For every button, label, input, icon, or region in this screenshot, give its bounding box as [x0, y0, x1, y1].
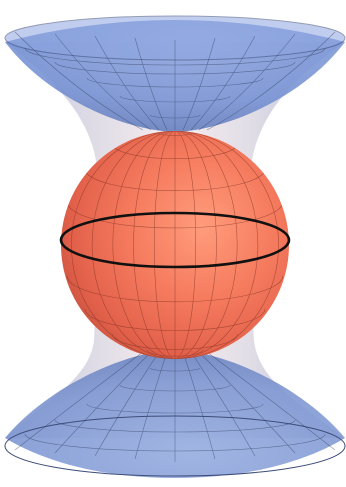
sphere-meridian — [174, 131, 238, 359]
bottom-bowl-meridian — [134, 351, 168, 460]
top-bowl-meridian — [182, 37, 216, 131]
bottom-bowl-meridian — [182, 351, 216, 460]
sphere-meridian — [174, 131, 217, 359]
equator-curve — [59, 211, 291, 269]
top-bowl-meridian — [134, 37, 168, 131]
top-bowl-meridian — [54, 33, 152, 131]
sphere-meridian — [91, 131, 176, 359]
bottom-bowl-meridian — [54, 351, 152, 454]
top-bowl-meridian — [198, 33, 296, 131]
sphere-meridian — [71, 131, 176, 359]
sphere-meridian — [174, 131, 197, 359]
bottom-bowl-meridian — [206, 351, 336, 451]
top-bowl-meridian — [190, 35, 256, 131]
top-bowl-meridian — [94, 35, 160, 131]
top-bowl-meridian — [206, 31, 336, 131]
sphere-meridian — [133, 131, 176, 359]
bottom-bowl-meridian — [14, 351, 144, 451]
bottom-bowl-meridian — [94, 351, 160, 457]
bottom-bowl-meridian — [198, 351, 296, 454]
hyperboloid-mesh — [14, 31, 336, 462]
sphere-meridian — [174, 131, 279, 359]
top-bowl-meridian — [14, 31, 144, 131]
sphere-meridian — [153, 131, 176, 359]
sphere-meridian — [174, 131, 259, 359]
sphere-meridian — [112, 131, 176, 359]
bottom-bowl-meridian — [190, 351, 256, 457]
